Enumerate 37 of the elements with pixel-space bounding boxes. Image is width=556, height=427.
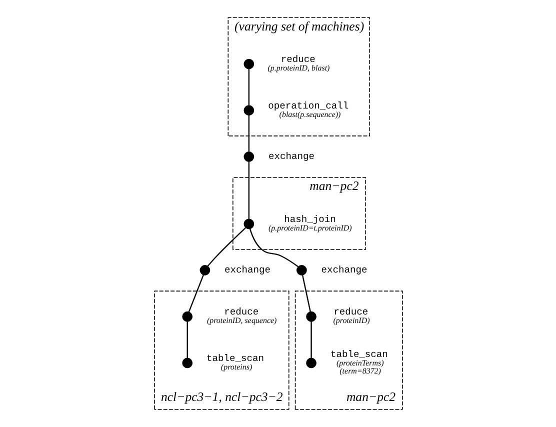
connector [248,228,298,268]
node-label: operation_call [268,100,348,112]
node-label: reduce [280,54,315,66]
node-circle [243,218,254,230]
node-circle [296,265,306,276]
node-label: (proteins) [220,362,252,372]
node-circle [306,311,316,322]
node-label: (p.proteinID=t.proteinID) [268,223,352,232]
node-circle [199,265,210,276]
node-label: reduce [224,306,258,318]
node-circle [182,358,192,368]
node-circle [306,358,316,368]
node-label: reduce [333,306,368,318]
connector [206,227,246,267]
node-label: (proteinTerms) [336,358,384,368]
node-circle [243,58,254,70]
node-label: hash_join [284,214,336,225]
connector [188,274,204,312]
connector [248,115,250,152]
connector [248,68,250,106]
node-label: (p.proteinID, blast) [267,63,330,72]
node-circle [243,152,254,162]
node-label: (proteinID, sequence) [206,316,276,326]
connector [301,275,310,312]
connector [186,322,188,358]
connector [310,322,312,358]
node-label: (proteinID) [332,316,370,326]
node-label: table_scan [330,349,388,360]
node-label: exchange [268,151,314,162]
node-circle [243,105,254,116]
node-label: (term=8372) [339,366,380,376]
node-label: (blast(p.sequence)) [278,110,340,119]
node-label: exchange [224,264,270,276]
connector [248,162,250,220]
node-label: exchange [320,264,367,276]
node-label: table_scan [206,353,264,364]
node-circle [182,311,192,322]
